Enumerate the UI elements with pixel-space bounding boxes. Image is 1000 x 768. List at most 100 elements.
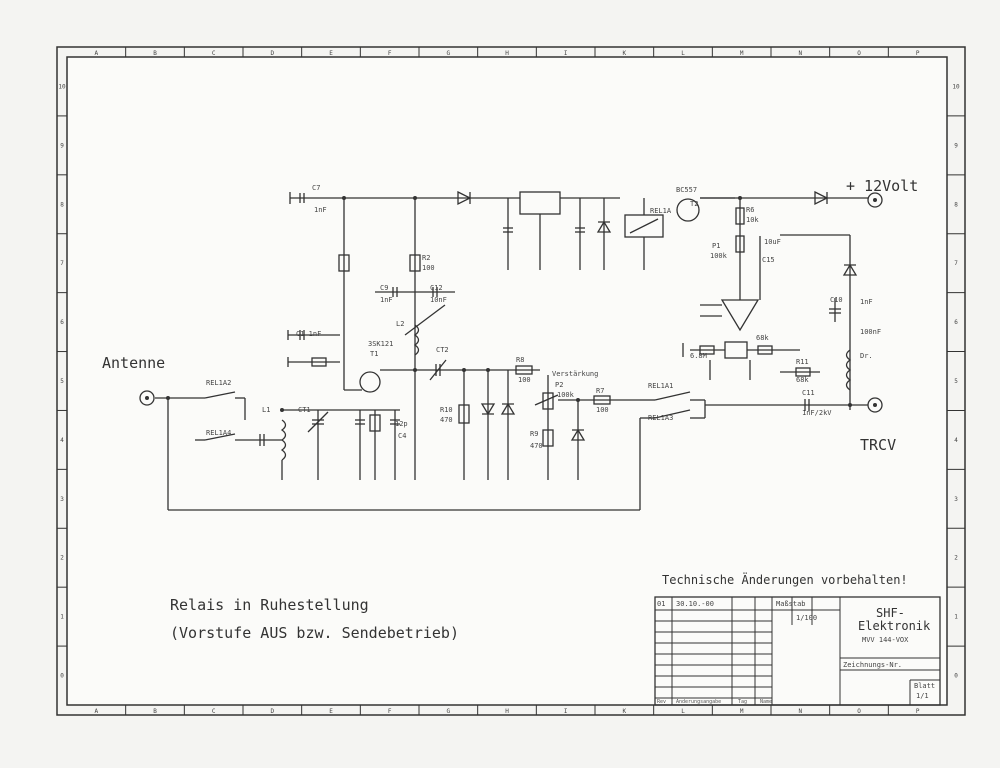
border-column-I-bottom: I — [564, 708, 568, 715]
border-column-F-bottom: F — [388, 708, 392, 715]
border-row-1-left: 1 — [60, 614, 64, 621]
border-row-10-right: 10 — [952, 83, 960, 90]
gain-label: Verstärkung — [552, 370, 598, 378]
drawing-no-label: Zeichnungs-Nr. — [843, 661, 902, 669]
border-row-8-left: 8 — [60, 201, 64, 208]
r8-value: 100 — [518, 376, 531, 384]
border-column-O-bottom: O — [857, 708, 861, 715]
antenna-label: Antenne — [102, 354, 165, 372]
company-line2: Elektronik — [858, 619, 931, 633]
rev-cell: 01 — [657, 600, 665, 608]
c1-label: C1 1nF — [296, 330, 321, 338]
component-labels: C7 1nF R2 100 C9 1nF C12 10nF L2 3SK121 … — [206, 184, 881, 450]
border-column-M-bottom: M — [740, 708, 744, 715]
ct2-label: CT2 — [436, 346, 449, 354]
p1-label: P1 — [712, 242, 720, 250]
c7-value: 1nF — [314, 206, 327, 214]
border-column-N-bottom: N — [799, 708, 803, 715]
r6-label: R6 — [746, 206, 754, 214]
border-column-M-top: M — [740, 50, 744, 57]
border-column-K-bottom: K — [623, 708, 627, 715]
rel1a-label: REL1A — [650, 207, 672, 215]
l1-label: L1 — [262, 406, 270, 414]
note-subtitle: (Vorstufe AUS bzw. Sendebetrieb) — [170, 624, 459, 642]
border-column-P-top: P — [916, 50, 920, 57]
trcv-label: TRCV — [860, 436, 896, 454]
c11-value: 1nF/2kV — [802, 409, 832, 417]
border-column-E-bottom: E — [329, 708, 333, 715]
border-column-K-top: K — [623, 50, 627, 57]
rel1a3-label: REL1A3 — [648, 414, 673, 422]
t1-label: T1 — [370, 350, 378, 358]
c9-value: 1nF — [380, 296, 393, 304]
border-row-9-right: 9 — [954, 142, 958, 149]
border-column-D-bottom: D — [271, 708, 275, 715]
bottom-cell-day: Tag — [738, 699, 747, 705]
border-column-H-top: H — [505, 50, 509, 57]
junctions — [166, 196, 852, 412]
r8-label: R8 — [516, 356, 524, 364]
bottom-cell-change: Änderungsangabe — [676, 698, 721, 705]
c12-value: 10nF — [430, 296, 447, 304]
r2-label: R2 — [422, 254, 430, 262]
sheet-value: 1/1 — [916, 692, 929, 700]
ct1-label: CT1 — [298, 406, 311, 414]
border-column-G-bottom: G — [447, 708, 451, 715]
border-column-B-bottom: B — [153, 708, 157, 715]
rel1a1-label: REL1A1 — [648, 382, 673, 390]
l2-label: L2 — [396, 320, 404, 328]
border-row-9-left: 9 — [60, 142, 64, 149]
r10-label: R10 — [440, 406, 453, 414]
border-column-H-bottom: H — [505, 708, 509, 715]
r11-label: R11 — [796, 358, 809, 366]
border-column-N-top: N — [799, 50, 803, 57]
border-column-A-bottom: A — [95, 708, 99, 715]
border-row-5-right: 5 — [954, 378, 958, 385]
border-row-5-left: 5 — [60, 378, 64, 385]
bc557-label: BC557 — [676, 186, 697, 194]
disclaimer: Technische Änderungen vorbehalten! — [662, 572, 908, 587]
c7-label: C7 — [312, 184, 320, 192]
t1-part: 3SK121 — [368, 340, 393, 348]
r7-value: 100 — [596, 406, 609, 414]
c15-label: C15 — [762, 256, 775, 264]
c11-label: C11 — [802, 389, 815, 397]
r9-label: R9 — [530, 430, 538, 438]
bottom-cell-rev: Rev — [657, 699, 666, 705]
c10-value: 1nF — [860, 298, 873, 306]
border-row-6-right: 6 — [954, 319, 958, 326]
border-column-L-top: L — [681, 50, 685, 57]
t2-label: T2 — [690, 200, 698, 208]
sheet-label: Blatt — [914, 682, 935, 690]
dr-label: Dr. — [860, 352, 873, 360]
scale-label: Maßstab — [776, 600, 806, 608]
c8-value: 100nF — [860, 328, 881, 336]
border-column-E-top: E — [329, 50, 333, 57]
r6-value: 10k — [746, 216, 759, 224]
border-row-0-right: 0 — [954, 673, 958, 680]
border-row-2-right: 2 — [954, 555, 958, 562]
border-row-1-right: 1 — [954, 614, 958, 621]
border-row-4-right: 4 — [954, 437, 958, 444]
border-column-L-bottom: L — [681, 708, 685, 715]
border-column-F-top: F — [388, 50, 392, 57]
p2-value: 100k — [557, 391, 575, 399]
border-row-7-left: 7 — [60, 260, 64, 267]
r2-value: 100 — [422, 264, 435, 272]
r9-value: 470 — [530, 442, 543, 450]
c4-value: 12p — [395, 420, 408, 428]
p2-label: P2 — [555, 381, 563, 389]
p1-value: 100k — [710, 252, 728, 260]
rel1a4-label: REL1A4 — [206, 429, 231, 437]
supply-label: + 12Volt — [846, 177, 918, 195]
border-row-10-left: 10 — [58, 83, 66, 90]
drawing-title: MVV 144-VOX — [862, 636, 909, 644]
r4-value: 68k — [756, 334, 769, 342]
bottom-cell-name: Name — [760, 699, 772, 705]
r5-value: 6.8M — [690, 352, 707, 360]
border-column-C-bottom: C — [212, 708, 216, 715]
c9-label: C9 — [380, 284, 388, 292]
c12-label: C12 — [430, 284, 443, 292]
company-line1: SHF- — [876, 606, 905, 620]
